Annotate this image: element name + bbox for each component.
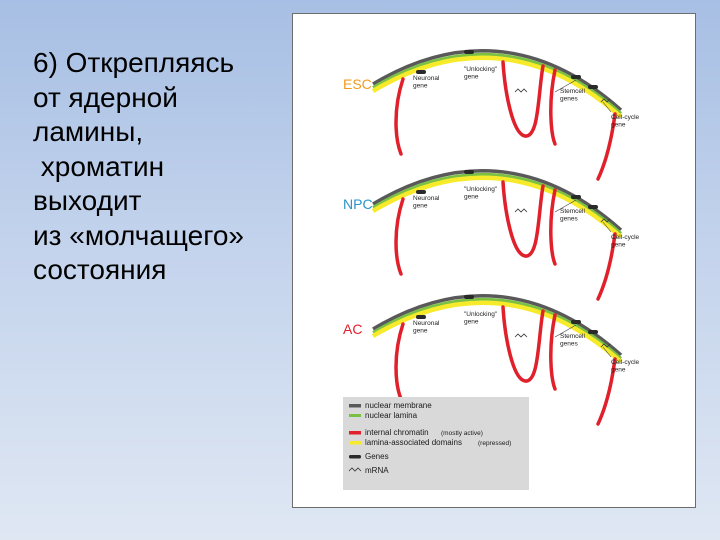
gene-mark: [416, 190, 426, 194]
stage-label: ESC: [343, 76, 372, 92]
nuclear-membrane: [372, 168, 623, 232]
gene-mark: [464, 170, 474, 174]
slide-text-line-5: выходит: [33, 185, 142, 216]
gene-mark: [416, 315, 426, 319]
legend-internal-label: internal chromatin: [365, 428, 429, 437]
slide-text-line-7: состояния: [33, 254, 167, 285]
mrna-squiggle: [514, 88, 528, 93]
legend-mrna-label: mRNA: [365, 466, 389, 475]
internal-chromatin-loop: [549, 68, 557, 146]
mrna-squiggle: [600, 343, 611, 348]
internal-chromatin-loop: [596, 112, 617, 181]
internal-chromatin-loop: [549, 188, 557, 266]
legend-internal-note: (mostly active): [441, 430, 483, 437]
slide-text-line-4: хроматин: [33, 150, 165, 182]
legend-membrane-swatch: [349, 404, 361, 408]
stage-label: NPC: [343, 196, 373, 212]
slide-text-line-6: из «молчащего»: [33, 219, 244, 251]
nuclear-membrane: [372, 293, 623, 357]
legend-internal-swatch: [349, 431, 361, 435]
mrna-squiggle: [514, 208, 528, 213]
nuclear-lamina: [372, 172, 622, 235]
stage-label: AC: [343, 321, 362, 337]
legend-lamina-swatch: [349, 414, 361, 417]
leader-line: [602, 346, 612, 358]
internal-chromatin-loop: [501, 305, 545, 383]
nuclear-lamina: [372, 297, 622, 360]
leader-line: [602, 101, 612, 113]
gene-mark: [588, 85, 598, 89]
internal-chromatin-loop: [501, 60, 545, 138]
leader-line: [554, 324, 577, 338]
lad-chromatin: [371, 55, 623, 119]
internal-chromatin-loop: [596, 232, 617, 301]
internal-chromatin-loop: [549, 313, 557, 391]
gene-mark: [464, 295, 474, 299]
mrna-squiggle: [600, 98, 611, 103]
internal-chromatin-loop: [394, 77, 405, 156]
legend-lad-note: (repressed): [478, 440, 511, 447]
nuclear-membrane: [372, 48, 623, 112]
gene-mark: [464, 50, 474, 54]
leader-line: [554, 199, 577, 213]
gene-mark: [571, 320, 581, 324]
slide-text: 6) Открепляясь от ядерной ламины, хромат…: [33, 46, 283, 288]
gene-mark: [571, 75, 581, 79]
legend-mrna-swatch: [348, 467, 362, 472]
gene-mark: [588, 330, 598, 334]
legend-lad-label: lamina-associated domains: [365, 438, 462, 447]
slide-text-line-1: 6) Открепляясь: [33, 47, 235, 78]
legend-box: [343, 397, 529, 490]
gene-mark: [588, 205, 598, 209]
unlocking-gene-label: "Unlocking"gene: [464, 66, 498, 81]
legend-lamina-label: nuclear lamina: [365, 411, 418, 420]
unlocking-gene-label: "Unlocking"gene: [464, 186, 498, 201]
unlocking-gene-label: "Unlocking"gene: [464, 311, 498, 326]
legend-membrane-label: nuclear membrane: [365, 401, 432, 410]
internal-chromatin-loop: [394, 197, 405, 276]
slide-text-line-3: ламины,: [33, 116, 144, 147]
internal-chromatin-loop: [501, 180, 545, 258]
lad-chromatin: [371, 300, 623, 364]
legend-genes-label: Genes: [365, 452, 389, 461]
legend-genes-swatch: [349, 455, 361, 459]
gene-mark: [571, 195, 581, 199]
slide-text-line-2: от ядерной: [33, 81, 178, 113]
legend-lad-swatch: [349, 441, 361, 445]
lad-chromatin: [371, 175, 623, 239]
internal-chromatin-loop: [394, 322, 405, 401]
leader-line: [554, 79, 577, 93]
internal-chromatin-loop: [596, 357, 617, 426]
mrna-squiggle: [514, 333, 528, 338]
leader-line: [602, 221, 612, 233]
nuclear-lamina: [372, 52, 622, 115]
gene-mark: [416, 70, 426, 74]
mrna-squiggle: [600, 218, 611, 223]
